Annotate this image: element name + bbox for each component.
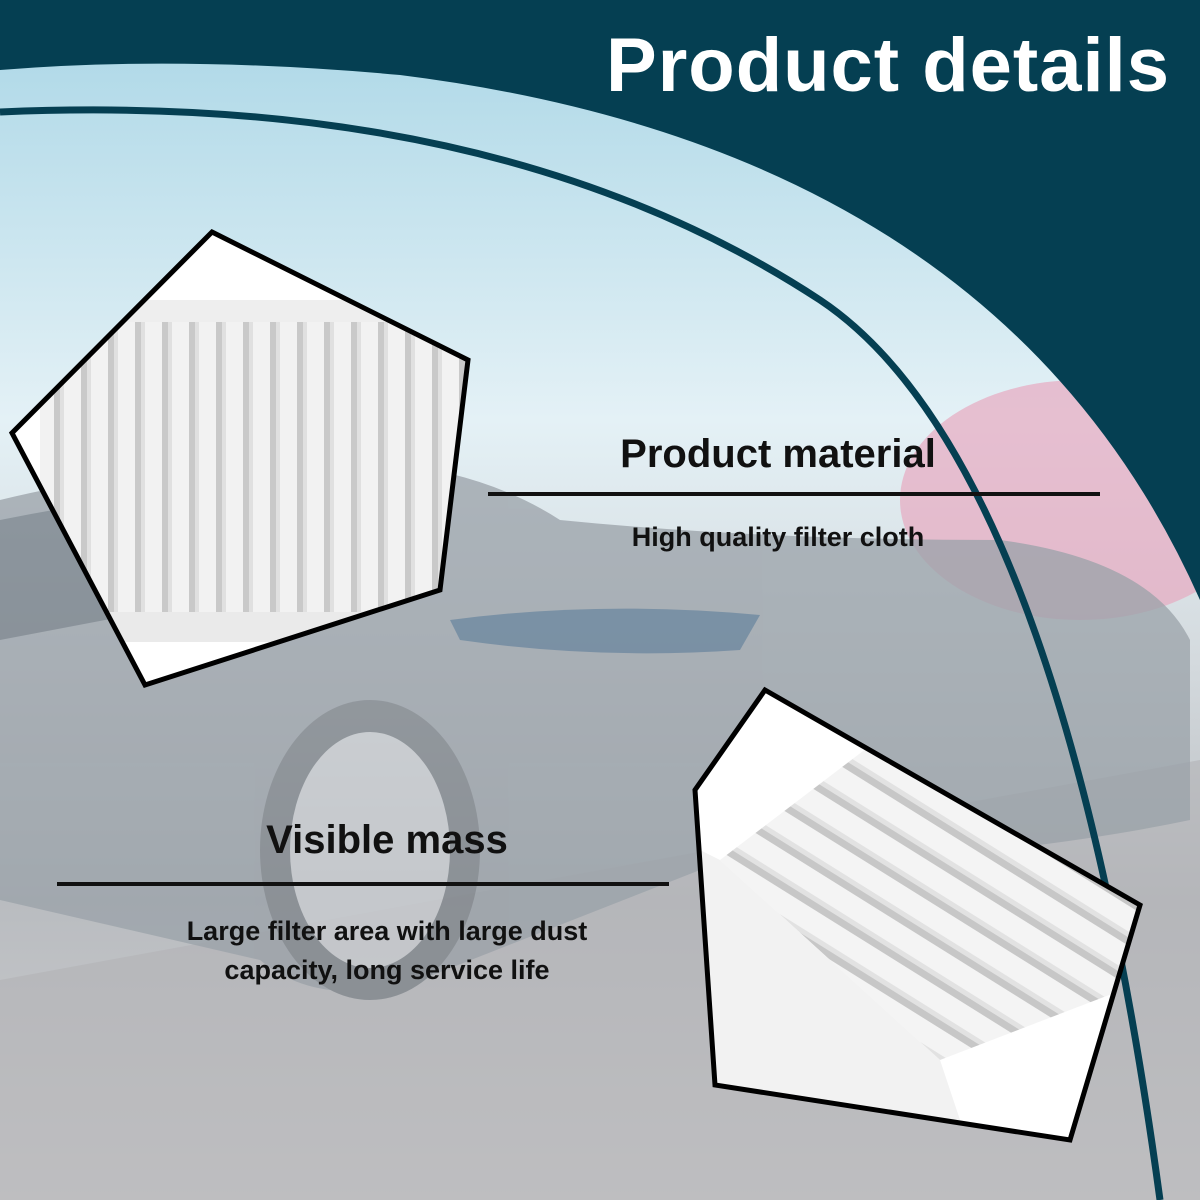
header-band: [0, 0, 1200, 600]
feature-description-mass: Large filter area with large dust capaci…: [57, 912, 717, 990]
filter-image-angled: [692, 686, 1143, 1143]
page-title: Product details: [606, 23, 1170, 108]
description-line: Large filter area with large dust: [186, 916, 588, 946]
description-line: capacity, long service life: [224, 955, 550, 985]
divider: [488, 492, 1100, 496]
feature-heading-material: Product material: [620, 432, 936, 476]
decorative-arc: [0, 106, 1164, 1200]
feature-heading-mass: Visible mass: [266, 818, 508, 862]
feature-description-material: High quality filter cloth: [631, 522, 925, 552]
divider: [57, 882, 669, 886]
